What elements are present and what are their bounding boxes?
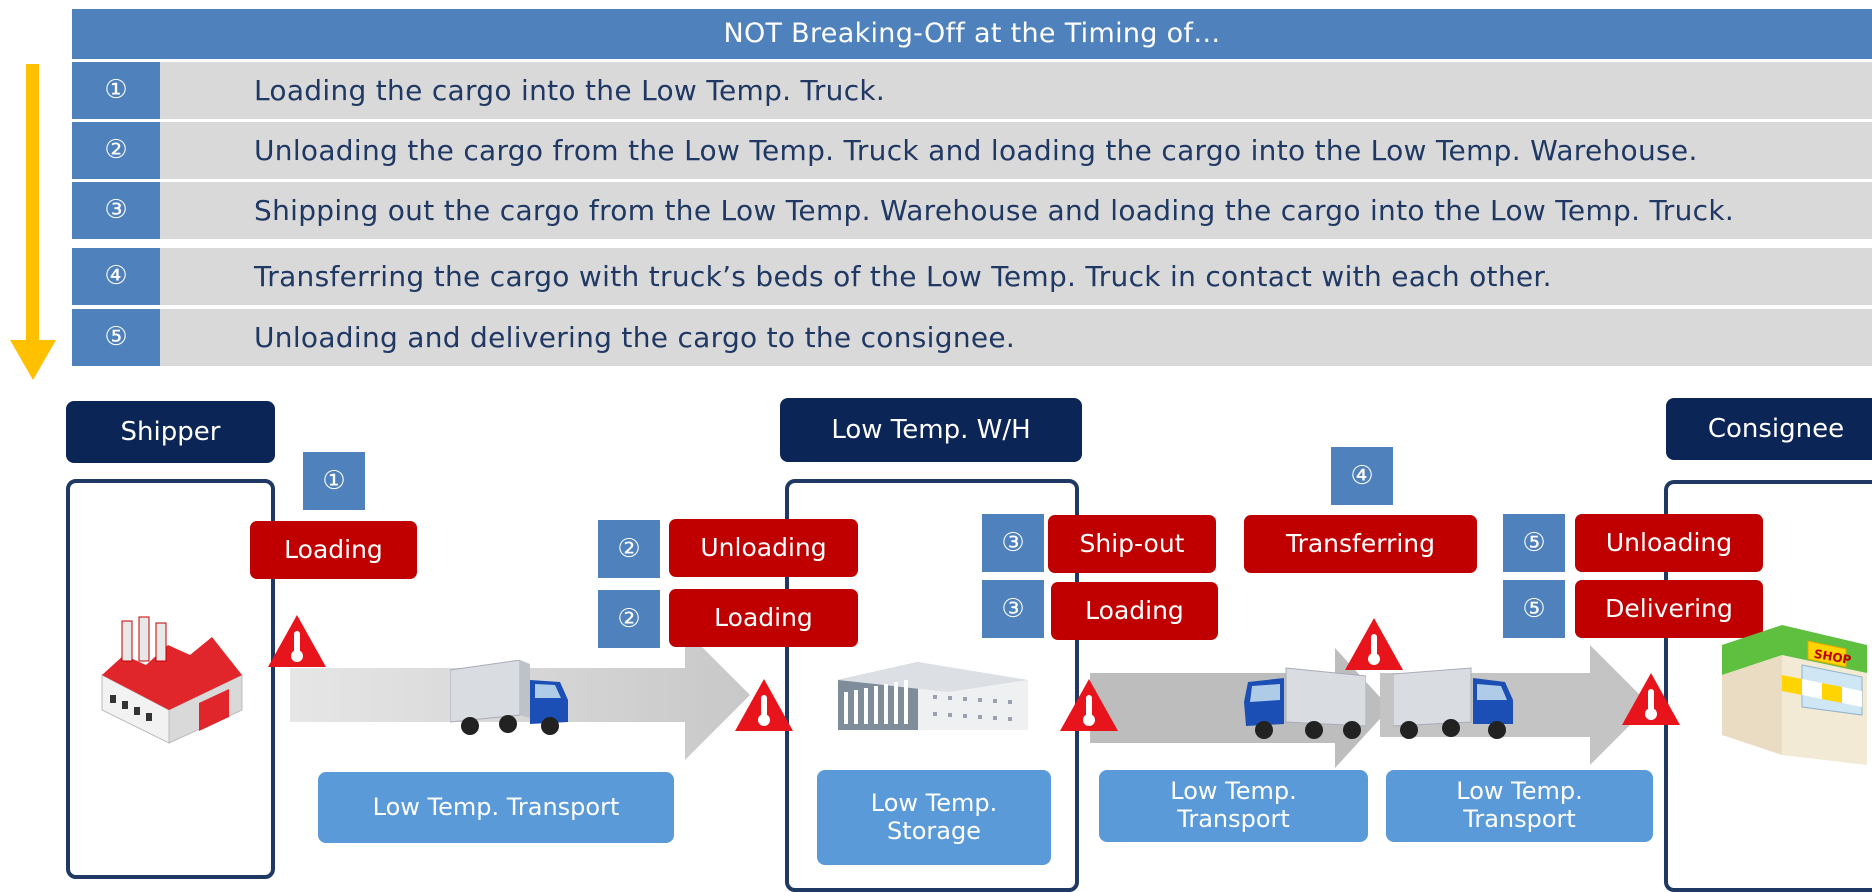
table-header: NOT Breaking-Off at the Timing of…: [72, 9, 1872, 59]
factory-icon: [101, 616, 243, 744]
step-5-badge: ⑤: [1503, 514, 1565, 572]
step-4-badge: ④: [1331, 447, 1393, 505]
truck-icon: [1244, 667, 1366, 739]
row-number: ②: [72, 122, 160, 179]
thermometer-warning-icon: [1060, 679, 1118, 731]
loading-tag: Loading: [250, 521, 417, 579]
low-temp-transport-box: Low Temp. Transport: [318, 772, 674, 843]
down-arrow-icon: [10, 64, 56, 380]
shipout-tag: Ship-out: [1048, 515, 1216, 573]
segment-label-line1: Low Temp.: [1170, 777, 1297, 806]
step-5-badge: ⑤: [1503, 580, 1565, 638]
thermometer-warning-icon: [735, 679, 793, 731]
table-row: Transferring the cargo with truck’s beds…: [72, 248, 1872, 305]
row-text: Loading the cargo into the Low Temp. Tru…: [72, 62, 1872, 119]
row-number: ④: [72, 248, 160, 305]
step-1-badge: ①: [303, 452, 365, 510]
row-number: ⑤: [72, 309, 160, 366]
loading-tag: Loading: [669, 589, 858, 647]
row-text: Unloading the cargo from the Low Temp. T…: [72, 122, 1872, 179]
unloading-tag: Unloading: [669, 519, 858, 577]
row-text: Unloading and delivering the cargo to th…: [72, 309, 1872, 366]
segment-label-line2: Transport: [1463, 805, 1576, 833]
table-row: Unloading the cargo from the Low Temp. T…: [72, 122, 1872, 179]
row-number: ③: [72, 182, 160, 239]
row-number: ①: [72, 62, 160, 119]
thermometer-warning-icon: [1345, 618, 1403, 670]
truck-icon: [1393, 667, 1513, 739]
segment-label-line1: Low Temp.: [870, 788, 998, 817]
table-row: Unloading and delivering the cargo to th…: [72, 309, 1872, 366]
loading-tag: Loading: [1051, 582, 1218, 640]
step-3-badge: ③: [982, 514, 1044, 572]
segment-label-line2: Storage: [887, 816, 981, 845]
row-text: Transferring the cargo with truck’s beds…: [72, 248, 1872, 305]
unloading-tag: Unloading: [1575, 514, 1763, 572]
step-3-badge: ③: [982, 580, 1044, 638]
delivering-tag: Delivering: [1575, 580, 1763, 638]
warehouse-label: Low Temp. W/H: [780, 398, 1082, 462]
shipper-label: Shipper: [66, 401, 275, 463]
transferring-tag: Transferring: [1244, 515, 1477, 573]
low-temp-storage-box: Low Temp. Storage: [817, 770, 1051, 865]
segment-label-line1: Low Temp.: [1456, 777, 1583, 806]
thermometer-warning-icon: [1622, 673, 1680, 725]
low-temp-transport-box: Low Temp. Transport: [1099, 770, 1368, 842]
low-temp-transport-box: Low Temp. Transport: [1386, 770, 1653, 842]
step-2-badge: ②: [598, 590, 660, 648]
svg-text:SHOP: SHOP: [1813, 647, 1853, 667]
table-row: Loading the cargo into the Low Temp. Tru…: [72, 62, 1872, 119]
consignee-label: Consignee: [1666, 398, 1872, 460]
shop-icon: SHOP: [1722, 625, 1867, 765]
thermometer-warning-icon: [268, 615, 326, 667]
step-2-badge: ②: [598, 520, 660, 578]
segment-label: Low Temp. Transport: [372, 792, 620, 821]
segment-label-line2: Transport: [1177, 805, 1290, 833]
truck-icon: [450, 660, 568, 735]
warehouse-icon: [838, 662, 1028, 730]
row-text: Shipping out the cargo from the Low Temp…: [72, 182, 1872, 239]
table-row: Shipping out the cargo from the Low Temp…: [72, 182, 1872, 239]
